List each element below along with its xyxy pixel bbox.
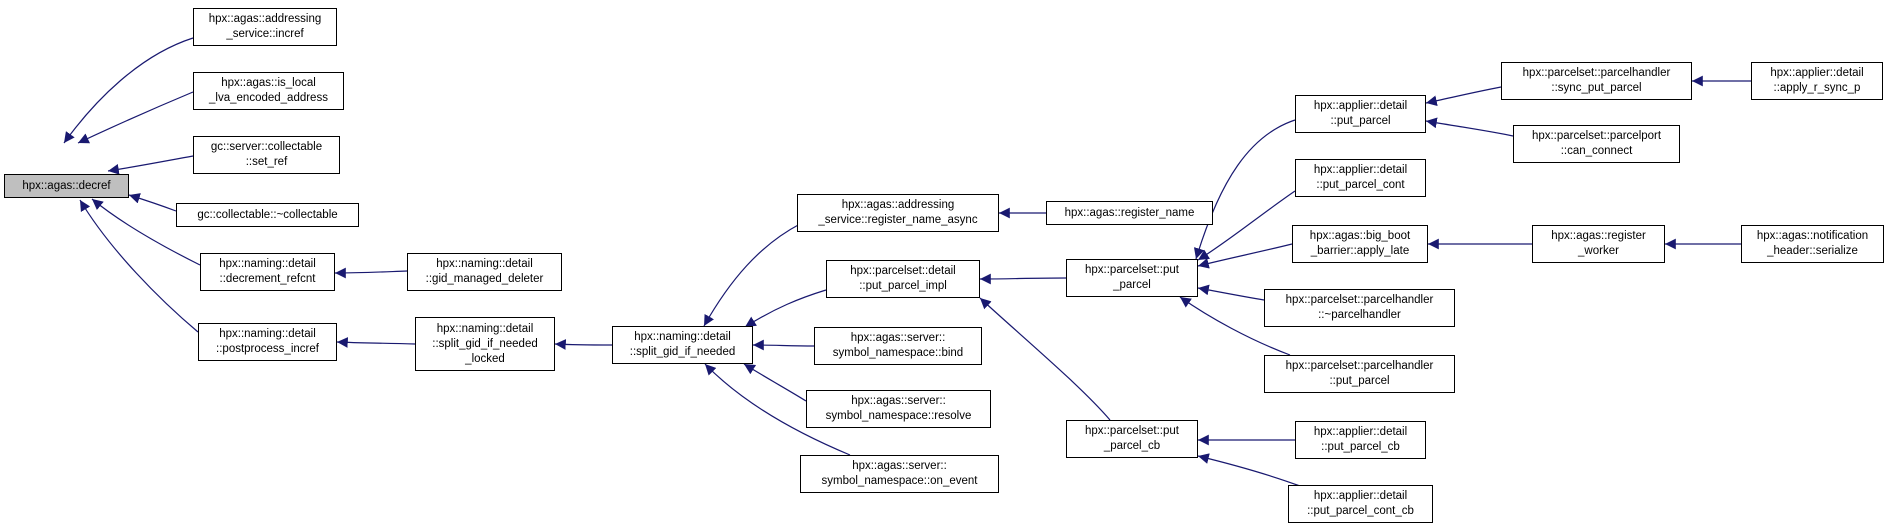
edge-ns-resolve-to-split-gid xyxy=(743,363,807,402)
node-parcelhandler-put-parcel[interactable]: hpx::parcelset::parcelhandler ::put_parc… xyxy=(1264,355,1455,393)
node-parcelhandler-destructor[interactable]: hpx::parcelset::parcelhandler ::~parcelh… xyxy=(1264,289,1455,327)
node-applier-put-parcel-cont-cb[interactable]: hpx::applier::detail ::put_parcel_cont_c… xyxy=(1288,485,1433,523)
node-collectable-destructor[interactable]: gc::collectable::~collectable xyxy=(176,203,359,227)
edge-put-parcel-cb-to-impl xyxy=(979,297,1111,421)
edge-put-parcel-cont-to-put-parcel xyxy=(1197,190,1296,261)
edge-decrement-refcnt-to-decref xyxy=(91,198,201,266)
node-is-local-lva-encoded-address[interactable]: hpx::agas::is_local _lva_encoded_address xyxy=(193,72,344,110)
edge-is-local-to-decref xyxy=(77,91,194,144)
node-put-parcel-impl[interactable]: hpx::parcelset::detail ::put_parcel_impl xyxy=(826,260,980,298)
node-postprocess-incref[interactable]: hpx::naming::detail ::postprocess_incref xyxy=(198,323,337,361)
edge-collectable-dtor-to-decref xyxy=(128,193,177,212)
node-applier-put-parcel[interactable]: hpx::applier::detail ::put_parcel xyxy=(1295,95,1426,133)
node-symbol-namespace-bind[interactable]: hpx::agas::server:: symbol_namespace::bi… xyxy=(814,327,982,365)
node-parcelport-can-connect[interactable]: hpx::parcelset::parcelport ::can_connect xyxy=(1513,125,1680,163)
node-apply-r-sync-p[interactable]: hpx::applier::detail ::apply_r_sync_p xyxy=(1751,62,1883,100)
edge-parcelset-put-parcel-to-impl xyxy=(979,273,1067,285)
node-parcelset-put-parcel[interactable]: hpx::parcelset::put _parcel xyxy=(1066,259,1198,297)
edge-parcelhandler-dtor-to-put-parcel xyxy=(1197,284,1265,301)
node-decref[interactable]: hpx::agas::decref xyxy=(4,174,129,198)
node-gid-managed-deleter[interactable]: hpx::naming::detail ::gid_managed_delete… xyxy=(407,253,562,291)
node-split-gid-if-needed[interactable]: hpx::naming::detail ::split_gid_if_neede… xyxy=(612,326,753,364)
node-parcelset-put-parcel-cb[interactable]: hpx::parcelset::put _parcel_cb xyxy=(1066,420,1198,458)
edge-parcelhandler-put-parcel-to-put-parcel xyxy=(1179,296,1291,356)
edge-put-parcel-impl-to-split-gid xyxy=(744,289,827,328)
edge-ns-on-event-to-split-gid xyxy=(704,363,851,456)
node-symbol-namespace-resolve[interactable]: hpx::agas::server:: symbol_namespace::re… xyxy=(806,390,991,428)
node-collectable-set-ref[interactable]: gc::server::collectable ::set_ref xyxy=(193,136,340,174)
edge-gid-deleter-to-decrement-refcnt xyxy=(334,267,408,279)
node-applier-put-parcel-cont[interactable]: hpx::applier::detail ::put_parcel_cont xyxy=(1295,159,1426,197)
node-applier-put-parcel-cb[interactable]: hpx::applier::detail ::put_parcel_cb xyxy=(1295,421,1426,459)
node-symbol-namespace-on-event[interactable]: hpx::agas::server:: symbol_namespace::on… xyxy=(800,455,999,493)
edge-ns-bind-to-split-gid xyxy=(752,339,815,351)
node-addressing-service-incref[interactable]: hpx::agas::addressing _service::incref xyxy=(193,8,337,46)
edge-applier-put-parcel-to-put-parcel xyxy=(1193,119,1296,260)
edge-big-boot-barrier-to-put-parcel xyxy=(1197,243,1293,269)
node-register-worker[interactable]: hpx::agas::register _worker xyxy=(1532,225,1665,263)
node-register-name-async[interactable]: hpx::agas::addressing _service::register… xyxy=(797,194,999,232)
edge-can-connect-to-applier-put-parcel xyxy=(1425,117,1514,137)
edge-set-ref-to-decref xyxy=(107,155,194,175)
edge-register-name-async-to-split-gid xyxy=(703,223,801,327)
node-sync-put-parcel[interactable]: hpx::parcelset::parcelhandler ::sync_put… xyxy=(1501,62,1692,100)
edge-split-locked-to-postprocess xyxy=(336,337,416,348)
edge-applier-cont-cb-to-parcelset-cb xyxy=(1197,453,1301,487)
node-split-gid-if-needed-locked[interactable]: hpx::naming::detail ::split_gid_if_neede… xyxy=(415,317,555,371)
edge-split-gid-to-split-locked xyxy=(554,339,613,350)
edge-sync-put-parcel-to-applier-put-parcel xyxy=(1425,86,1502,107)
edge-addressing-incref-to-decref xyxy=(63,37,194,144)
node-register-name[interactable]: hpx::agas::register_name xyxy=(1046,201,1213,225)
node-big-boot-barrier-apply-late[interactable]: hpx::agas::big_boot _barrier::apply_late xyxy=(1292,225,1428,263)
node-notification-header-serialize[interactable]: hpx::agas::notification _header::seriali… xyxy=(1741,225,1884,263)
node-decrement-refcnt[interactable]: hpx::naming::detail ::decrement_refcnt xyxy=(200,253,335,291)
edge-postprocess-incref-to-decref xyxy=(79,199,199,333)
